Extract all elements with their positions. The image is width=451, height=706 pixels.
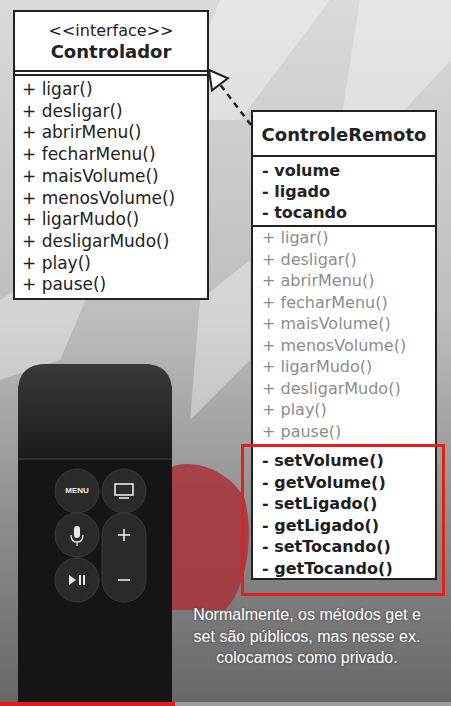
attribute: - tocando (262, 202, 428, 223)
inherited-method: + play() (262, 399, 428, 421)
progress-bar (0, 702, 175, 706)
inherited-method: + maisVolume() (262, 313, 428, 335)
dashed-line (220, 84, 251, 125)
class-header: ControleRemoto (253, 112, 435, 157)
private-method: - setVolume() (262, 450, 432, 472)
attribute-list: - volume- ligado- tocando (253, 157, 435, 227)
button-label: MENU (60, 486, 94, 496)
method-signature: + desligar() (22, 101, 200, 123)
inherited-method: + ligar() (262, 227, 428, 249)
method-signature: + maisVolume() (22, 166, 200, 188)
method-list: + ligar()+ desligar()+ abrirMenu()+ fech… (15, 76, 207, 298)
inherited-method: + abrirMenu() (262, 270, 428, 292)
inherited-method: + desligarMudo() (262, 378, 428, 400)
method-signature: + pause() (22, 274, 200, 296)
inherited-method: + fecharMenu() (262, 292, 428, 314)
attribute: - ligado (262, 181, 428, 202)
class-name: ControleRemoto (260, 124, 428, 145)
method-signature: + menosVolume() (22, 188, 200, 210)
inherited-method: + pause() (262, 421, 428, 443)
method-signature: + ligarMudo() (22, 209, 200, 231)
private-method-list: - setVolume()- getVolume()- setLigado()-… (262, 450, 432, 579)
private-method: - getTocando() (262, 558, 432, 580)
method-signature: + abrirMenu() (22, 122, 200, 144)
private-method: - getLigado() (262, 515, 432, 537)
stereotype-label: <<interface>> (22, 20, 200, 41)
attribute: - volume (262, 160, 428, 181)
private-method: - getVolume() (262, 472, 432, 494)
highlight-box: - setVolume()- getVolume()- setLigado()-… (241, 444, 445, 596)
inherited-method: + ligarMudo() (262, 356, 428, 378)
remote-illustration (18, 364, 172, 706)
method-signature: + desligarMudo() (22, 231, 200, 253)
interface-header: <<interface>>Controlador (15, 12, 207, 76)
inherited-method: + menosVolume() (262, 335, 428, 357)
method-signature: + play() (22, 253, 200, 275)
realization-connector (209, 70, 251, 125)
interface-name: Controlador (22, 41, 200, 63)
interface-box: <<interface>>Controlador+ ligar()+ desli… (13, 10, 209, 300)
method-signature: + ligar() (22, 79, 200, 101)
caption-note: Normalmente, os métodos get e set são pú… (187, 604, 427, 669)
inherited-method: + desligar() (262, 249, 428, 271)
method-signature: + fecharMenu() (22, 144, 200, 166)
class-box: ControleRemoto- volume- ligado- tocando+… (251, 110, 437, 580)
private-method: - setTocando() (262, 536, 432, 558)
private-method: - setLigado() (262, 493, 432, 515)
realization-arrowhead (209, 70, 228, 90)
progress-track (175, 702, 451, 706)
person-figure (165, 464, 249, 610)
inherited-method-list: + ligar()+ desligar()+ abrirMenu()+ fech… (253, 227, 435, 442)
